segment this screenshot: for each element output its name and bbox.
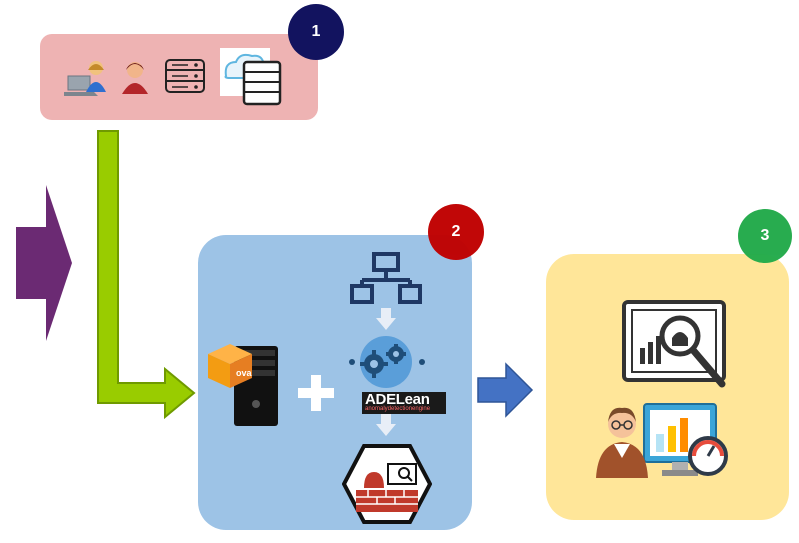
step-badge-2: 2 bbox=[428, 204, 484, 260]
ova-server-icon: ova bbox=[208, 344, 278, 426]
network-icon bbox=[350, 252, 422, 304]
adelean-logo-text: ADELean bbox=[365, 391, 430, 408]
analyst-icon bbox=[596, 403, 728, 478]
laptop-user-icon bbox=[64, 61, 106, 96]
purple-arrow-icon bbox=[16, 185, 72, 341]
step-badge-3: 3 bbox=[738, 209, 792, 263]
cloud-server-icon bbox=[220, 48, 282, 106]
down-arrow-icon bbox=[376, 308, 396, 330]
blue-arrow-icon bbox=[477, 362, 534, 418]
green-arrow-icon bbox=[97, 130, 196, 420]
gears-icon bbox=[349, 336, 425, 388]
user-icon bbox=[122, 62, 148, 94]
adelean-logo: ADELean anomalydetectionengine bbox=[362, 392, 446, 414]
firewall-alert-icon bbox=[342, 444, 432, 524]
adelean-tagline: anomalydetectionengine bbox=[365, 406, 431, 412]
ova-label: ova bbox=[236, 368, 253, 378]
down-arrow-icon bbox=[376, 414, 396, 436]
server-rack-icon bbox=[165, 59, 205, 93]
step-badge-1: 1 bbox=[288, 4, 344, 60]
plus-icon bbox=[298, 375, 334, 411]
dashboard-search-icon bbox=[622, 300, 726, 388]
